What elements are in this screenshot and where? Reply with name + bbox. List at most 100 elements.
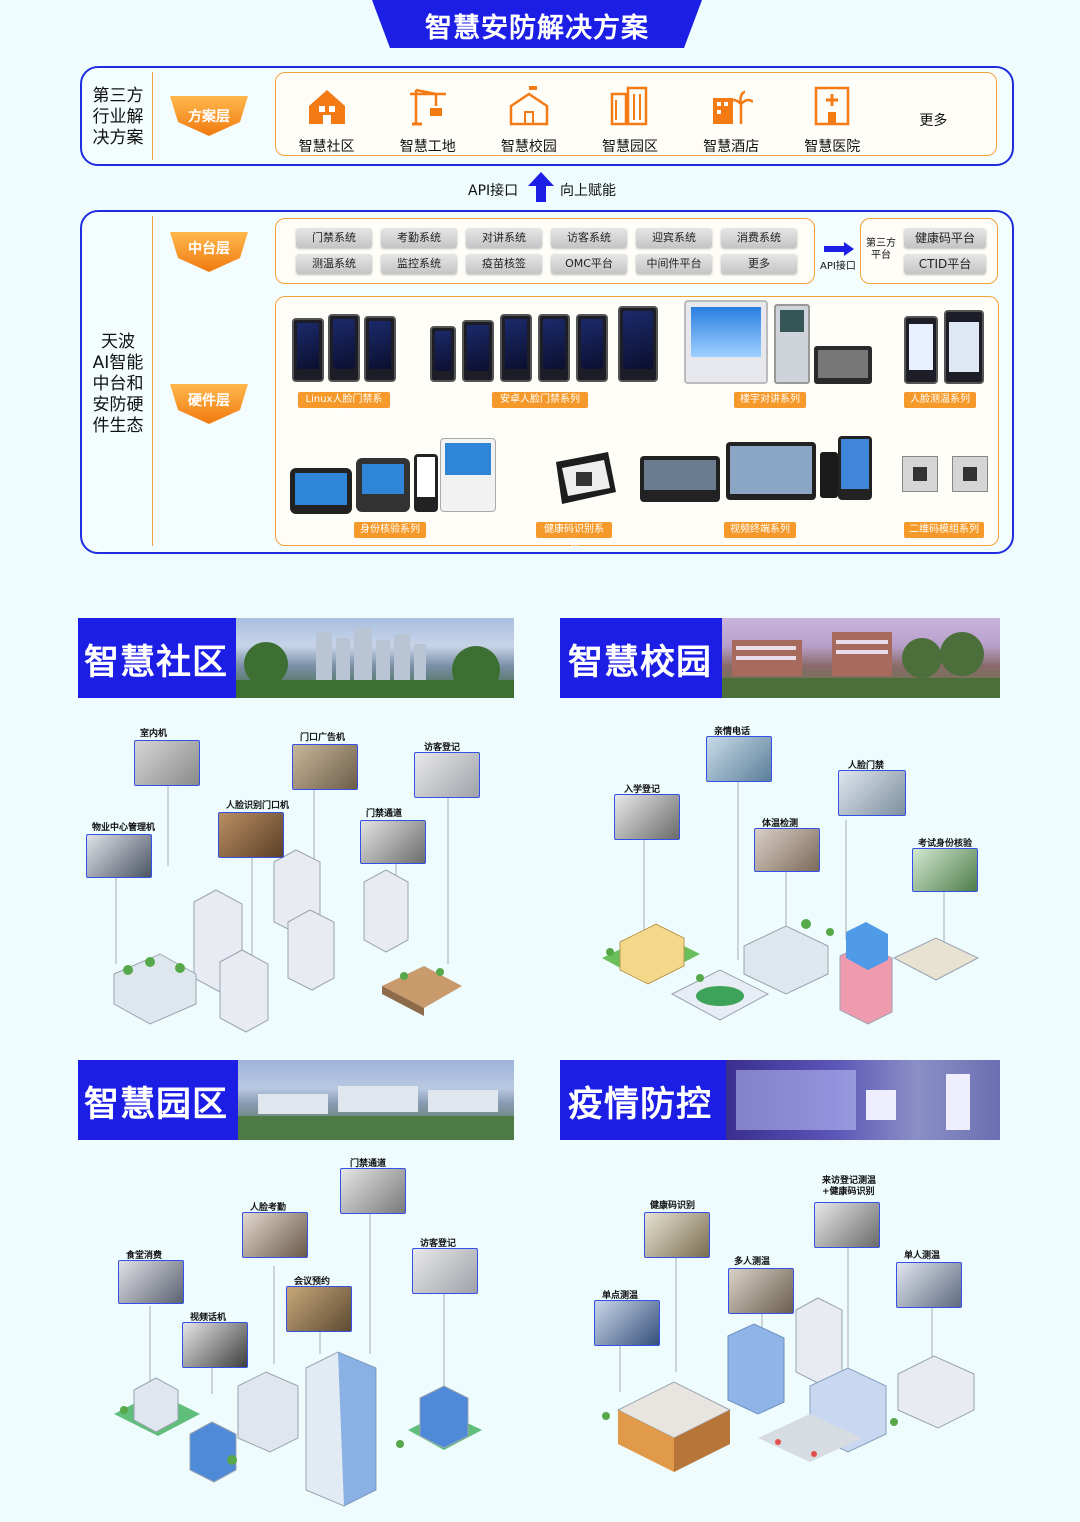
- system-monitoring[interactable]: 监控系统: [381, 254, 457, 274]
- solution-park[interactable]: 智慧园区: [583, 84, 676, 155]
- tianbo-ecosystem-label: 天波 AI智能 中台和 安防硬 件生态: [92, 332, 144, 436]
- callout-video-phone: 视频话机: [190, 1313, 227, 1323]
- series-health-code-recognition: 健康码识别系列: [536, 522, 612, 551]
- community-banner-photo: [236, 618, 514, 698]
- system-visitor[interactable]: 访客系统: [551, 228, 627, 248]
- face-attendance-thumbnail: [242, 1212, 308, 1258]
- visitor-registration-thumbnail: [414, 752, 480, 798]
- series-qr-code-module: 二维码模组系列: [904, 522, 984, 538]
- layer-badge-shape: [170, 384, 248, 424]
- divider: [152, 72, 153, 160]
- family-phone-thumbnail: [706, 736, 772, 782]
- single-point-temperature-thumbnail: [594, 1300, 660, 1346]
- campus-scene: 亲情电话 人脸门禁 入学登记 体温检测 考试身份核验: [596, 720, 986, 1040]
- layer-badge-shape: [170, 232, 248, 272]
- canteen-payment-thumbnail: [118, 1260, 184, 1304]
- series-face-temperature: 人脸测温系列: [904, 392, 976, 408]
- temperature-check-thumbnail: [754, 828, 820, 872]
- health-code-scanner-device: [548, 452, 616, 504]
- health-code-recognition-thumbnail: [644, 1212, 710, 1258]
- enrollment-thumbnail: [614, 794, 680, 840]
- identity-verification-devices: [290, 438, 496, 514]
- community-title: 智慧社区: [84, 643, 229, 683]
- park-buildings-icon: [610, 86, 648, 126]
- indoor-unit-thumbnail: [134, 740, 200, 786]
- solution-campus[interactable]: 智慧校园: [482, 84, 575, 155]
- solution-community[interactable]: 智慧社区: [280, 84, 373, 155]
- callout-property-management-unit: 物业中心管理机: [92, 823, 156, 833]
- callout-access-channel: 门禁通道: [350, 1159, 387, 1169]
- api-arrow-label: API接口: [820, 261, 856, 272]
- door-ad-machine-thumbnail: [292, 744, 358, 790]
- callout-canteen-payment: 食堂消费: [126, 1251, 163, 1261]
- building-intercom-devices: [684, 300, 874, 386]
- exam-identity-thumbnail: [912, 848, 978, 892]
- system-intercom[interactable]: 对讲系统: [466, 228, 542, 248]
- callout-face-attendance: 人脸考勤: [250, 1203, 287, 1213]
- system-attendance[interactable]: 考勤系统: [381, 228, 457, 248]
- single-person-temperature-thumbnail: [896, 1262, 962, 1308]
- solution-hotel[interactable]: 智慧酒店: [685, 84, 778, 155]
- system-more[interactable]: 更多: [721, 254, 797, 274]
- empower-upward-label: 向上赋能: [560, 183, 616, 199]
- face-door-station-thumbnail: [218, 812, 284, 858]
- face-temperature-devices: [904, 310, 984, 386]
- epidemic-banner-photo: [726, 1060, 1000, 1140]
- arrow-right-icon: [824, 242, 854, 256]
- layer-badge-shape: [170, 96, 248, 136]
- solution-more[interactable]: 更多: [919, 113, 948, 129]
- construction-crane-icon: [409, 88, 446, 126]
- series-android-face-access: 安卓人脸门禁系列: [492, 392, 588, 408]
- hospital-icon: [815, 86, 850, 126]
- video-terminal-devices: [640, 436, 872, 502]
- hotel-palm-icon: [713, 90, 755, 124]
- callout-health-code-recognition: 健康码识别: [650, 1201, 696, 1211]
- solution-hospital[interactable]: 智慧医院: [786, 84, 879, 155]
- campus-banner-photo: [722, 618, 1000, 698]
- callout-single-person-temperature: 单人测温: [904, 1251, 941, 1261]
- series-identity-verification: 身份核验系列: [354, 522, 426, 538]
- middle-layer-label: 中台层: [188, 241, 230, 257]
- school-icon: [509, 86, 549, 126]
- page-title: 智慧安防解决方案: [425, 13, 649, 44]
- platform-ctid[interactable]: CTID平台: [904, 254, 986, 274]
- callout-face-door-station: 人脸识别门口机: [226, 801, 290, 811]
- arrow-up-icon: [528, 172, 554, 202]
- series-video-terminal: 视频终端系列: [724, 522, 796, 538]
- hardware-layer-label: 硬件层: [188, 393, 230, 409]
- multi-person-temperature-thumbnail: [728, 1268, 794, 1314]
- series-building-intercom: 楼宇对讲系列: [734, 392, 806, 408]
- callout-temperature-check: 体温检测: [762, 819, 799, 829]
- callout-door-ad-machine: 门口广告机: [300, 733, 346, 743]
- epidemic-scene: 健康码识别 来访登记测温 +健康码识别 多人测温 单人测温 单点测温: [578, 1172, 998, 1492]
- callout-access-channel: 门禁通道: [366, 809, 403, 819]
- system-vaccine-check[interactable]: 疫苗核签: [466, 254, 542, 274]
- platform-health-code[interactable]: 健康码平台: [904, 228, 986, 248]
- meeting-booking-thumbnail: [286, 1286, 352, 1332]
- callout-single-point-temperature: 单点测温: [602, 1291, 639, 1301]
- callout-exam-identity-check: 考试身份核验: [918, 839, 973, 849]
- callout-visitor-registration: 访客登记: [420, 1239, 457, 1249]
- system-middleware[interactable]: 中间件平台: [636, 254, 712, 274]
- visitor-temp-health-code-thumbnail: [814, 1202, 880, 1248]
- campus-title: 智慧校园: [568, 643, 713, 683]
- linux-face-access-devices: [292, 314, 402, 384]
- system-omc[interactable]: OMC平台: [551, 254, 627, 274]
- solutions-row: 智慧社区 智慧工地 智慧校园 智慧园区 智慧酒店 智慧医院 更多: [280, 84, 980, 155]
- third-party-platform-label: 第三方 平台: [866, 238, 896, 261]
- callout-indoor-unit: 室内机: [140, 729, 168, 739]
- property-management-thumbnail: [86, 834, 152, 878]
- visitor-registration-thumbnail: [412, 1248, 478, 1294]
- divider: [152, 216, 153, 546]
- system-temperature[interactable]: 测温系统: [296, 254, 372, 274]
- community-building-icon: [308, 90, 345, 124]
- system-welcome[interactable]: 迎宾系统: [636, 228, 712, 248]
- solution-construction[interactable]: 智慧工地: [381, 84, 474, 155]
- community-scene: 室内机 门口广告机 访客登记 人脸识别门口机 物业中心管理机 门禁通道: [84, 724, 504, 1034]
- callout-family-phone: 亲情电话: [714, 727, 751, 737]
- callout-visitor-registration: 访客登记: [424, 743, 461, 753]
- solution-layer-label: 方案层: [188, 109, 230, 125]
- park-title: 智慧园区: [84, 1085, 229, 1125]
- system-consumption[interactable]: 消费系统: [721, 228, 797, 248]
- system-access-control[interactable]: 门禁系统: [296, 228, 372, 248]
